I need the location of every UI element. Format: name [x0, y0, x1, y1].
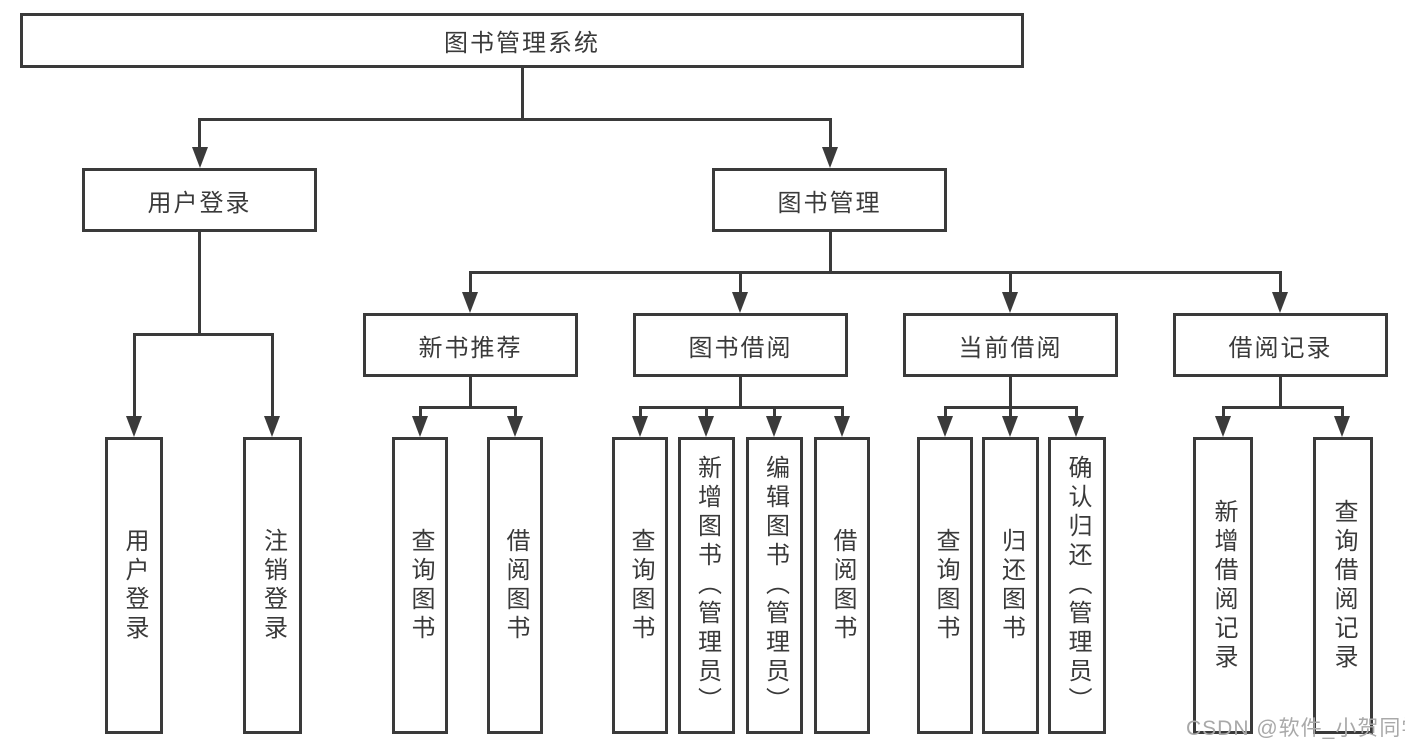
leaf-nb-query-books-label: 查询图书 — [407, 527, 434, 644]
arrowhead-rc-add — [1215, 416, 1231, 437]
arrowhead-new-books — [462, 292, 478, 313]
leaf-cu-confirm-return-admin-label: 确认归还（管理员） — [1064, 455, 1091, 716]
connector-borrowing-crossbar — [639, 406, 844, 409]
node-current-borrow-label: 当前借阅 — [958, 334, 1063, 362]
leaf-bw-edit-books-admin: 编辑图书（管理员） — [746, 437, 803, 734]
connector-drop-records — [1279, 271, 1282, 294]
arrowhead-bw-query — [632, 416, 648, 437]
leaf-cu-query-books-label: 查询图书 — [932, 527, 959, 644]
connector-drop-bw-query — [639, 406, 642, 418]
leaf-rc-query-record-label: 查询借阅记录 — [1330, 498, 1357, 673]
connector-drop-user-login — [198, 118, 201, 149]
leaf-logout-label: 注销登录 — [259, 527, 287, 644]
connector-drop-rc-add — [1222, 406, 1225, 418]
arrowhead-records — [1272, 292, 1288, 313]
leaf-bw-edit-books-admin-label: 编辑图书（管理员） — [761, 455, 789, 716]
connector-drop-logout — [271, 333, 274, 416]
connector-drop-new-books — [469, 271, 472, 294]
leaf-bw-query-books-label: 查询图书 — [627, 527, 654, 644]
leaf-logout: 注销登录 — [243, 437, 302, 734]
leaf-bw-add-books-admin: 新增图书（管理员） — [678, 437, 735, 734]
node-book-management: 图书管理 — [712, 168, 947, 232]
node-book-management-label: 图书管理 — [777, 189, 882, 217]
connector-drop-nb-borrow — [514, 406, 517, 418]
leaf-bw-borrow-books-label: 借阅图书 — [829, 527, 856, 644]
connector-drop-book-management — [829, 118, 832, 149]
leaf-user-login: 用户登录 — [105, 437, 163, 734]
leaf-rc-add-record-label: 新增借阅记录 — [1210, 498, 1237, 673]
leaf-nb-borrow-books-label: 借阅图书 — [502, 527, 529, 644]
connector-new-books-stem — [469, 377, 472, 408]
connector-drop-cu-return — [1009, 406, 1012, 418]
arrowhead-current — [1002, 292, 1018, 313]
connector-current-stem — [1009, 377, 1012, 408]
connector-user-login-crossbar — [133, 333, 274, 336]
arrowhead-book-management — [822, 147, 838, 168]
node-borrowing-label: 图书借阅 — [688, 334, 793, 362]
node-borrowing: 图书借阅 — [633, 313, 848, 377]
connector-drop-current — [1009, 271, 1012, 294]
node-user-login-label: 用户登录 — [147, 189, 252, 217]
leaf-bw-add-books-admin-label: 新增图书（管理员） — [693, 455, 721, 716]
connector-drop-bw-edit — [773, 406, 776, 418]
connector-root-stem — [521, 68, 524, 120]
node-borrow-records: 借阅记录 — [1173, 313, 1388, 377]
connector-borrowing-stem — [739, 377, 742, 408]
connector-user-login-stem — [198, 232, 201, 335]
connector-drop-rc-query — [1341, 406, 1344, 418]
node-new-books: 新书推荐 — [363, 313, 578, 377]
connector-drop-cu-query — [944, 406, 947, 418]
arrowhead-user-login — [192, 147, 208, 168]
arrowhead-nb-query — [412, 416, 428, 437]
leaf-bw-query-books: 查询图书 — [612, 437, 668, 734]
arrowhead-cu-return — [1002, 416, 1018, 437]
leaf-rc-query-record: 查询借阅记录 — [1313, 437, 1373, 734]
arrowhead-bw-borrow — [834, 416, 850, 437]
leaf-nb-query-books: 查询图书 — [392, 437, 448, 734]
arrowhead-logout — [264, 416, 280, 437]
arrowhead-bw-add — [698, 416, 714, 437]
connector-drop-login — [133, 333, 136, 416]
node-root-system: 图书管理系统 — [20, 13, 1024, 68]
connector-new-books-crossbar — [419, 406, 517, 409]
leaf-bw-borrow-books: 借阅图书 — [814, 437, 870, 734]
node-user-login: 用户登录 — [82, 168, 317, 232]
connector-root-crossbar — [198, 118, 832, 121]
connector-records-stem — [1279, 377, 1282, 408]
node-new-books-label: 新书推荐 — [418, 334, 523, 362]
arrowhead-cu-query — [937, 416, 953, 437]
node-borrow-records-label: 借阅记录 — [1228, 334, 1333, 362]
arrowhead-login — [126, 416, 142, 437]
node-root-label: 图书管理系统 — [444, 30, 600, 57]
connector-drop-bw-borrow — [841, 406, 844, 418]
leaf-rc-add-record: 新增借阅记录 — [1193, 437, 1253, 734]
leaf-cu-return-books: 归还图书 — [982, 437, 1039, 734]
leaf-cu-query-books: 查询图书 — [917, 437, 973, 734]
arrowhead-cu-confirm — [1068, 416, 1084, 437]
arrowhead-borrowing — [732, 292, 748, 313]
arrowhead-bw-edit — [766, 416, 782, 437]
leaf-nb-borrow-books: 借阅图书 — [487, 437, 543, 734]
connector-records-crossbar — [1222, 406, 1344, 409]
connector-book-management-crossbar — [469, 271, 1282, 274]
arrowhead-nb-borrow — [507, 416, 523, 437]
connector-book-management-stem — [829, 232, 832, 273]
csdn-watermark: CSDN @软件_小贺同学 — [1186, 717, 1405, 740]
leaf-cu-return-books-label: 归还图书 — [997, 527, 1025, 644]
connector-drop-borrowing — [739, 271, 742, 294]
leaf-user-login-label: 用户登录 — [121, 527, 148, 644]
connector-drop-cu-confirm — [1075, 406, 1078, 418]
connector-drop-nb-query — [419, 406, 422, 418]
node-current-borrow: 当前借阅 — [903, 313, 1118, 377]
connector-drop-bw-add — [705, 406, 708, 418]
leaf-cu-confirm-return-admin: 确认归还（管理员） — [1048, 437, 1106, 734]
arrowhead-rc-query — [1334, 416, 1350, 437]
